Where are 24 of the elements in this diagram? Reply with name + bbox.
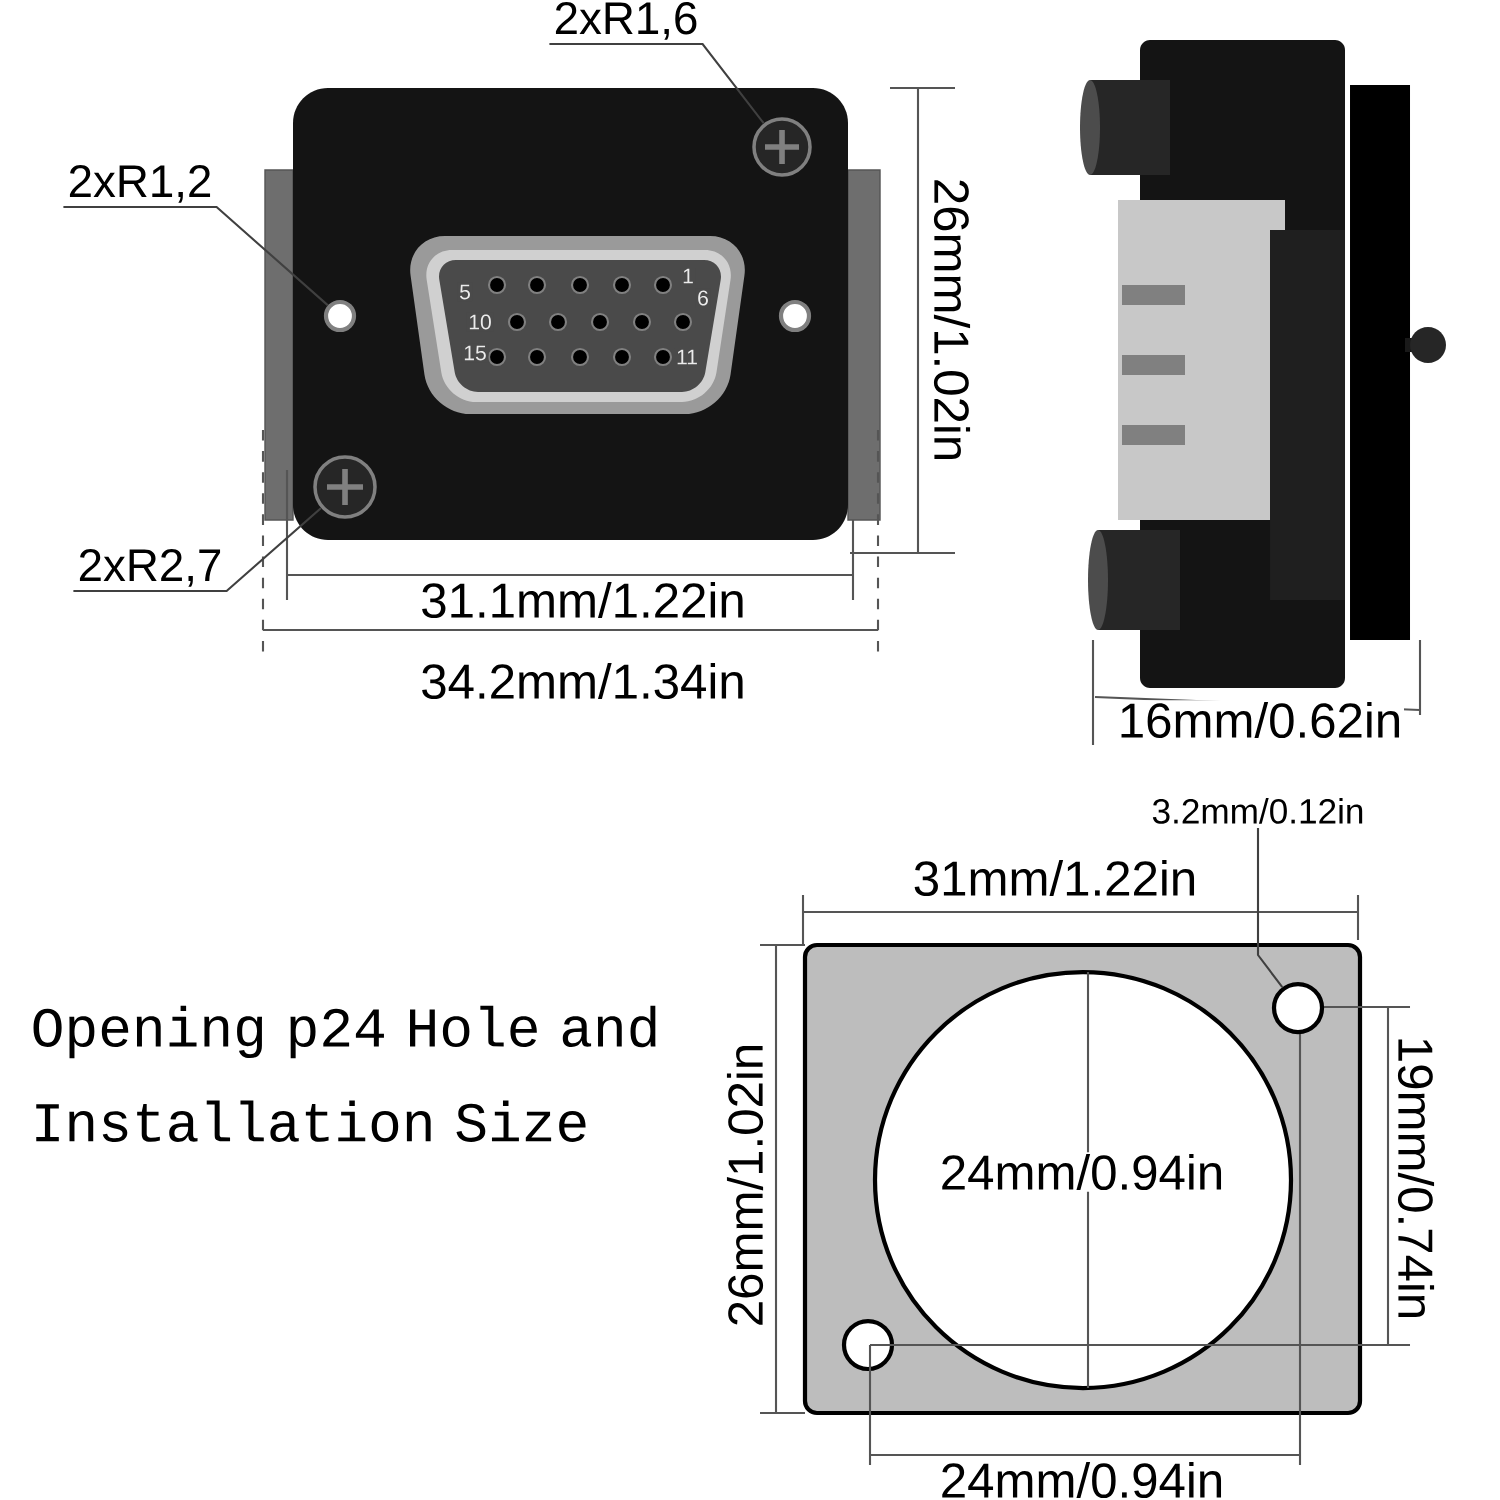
- pin-number: 1: [680, 267, 696, 285]
- dimension-text: 26mm/1.02in: [932, 176, 972, 464]
- screw-head: [313, 455, 377, 519]
- plate-hole: [1271, 981, 1325, 1035]
- leader-line: [73, 507, 322, 593]
- dimension-text: 16mm/0.62in: [1116, 700, 1404, 740]
- dimension-text: 31.1mm/1.22in: [418, 580, 748, 620]
- leader-text: 3.2mm/0.12in: [1152, 798, 1363, 824]
- leader-text: 2xR1,2: [69, 165, 211, 203]
- leader-line: [63, 205, 329, 307]
- dimension-text: 26mm/1.02in: [725, 1041, 765, 1329]
- screw-head: [752, 117, 812, 177]
- heading: Opening p24 Hole and Installation Size: [33, 1005, 656, 1142]
- pin-number: 11: [674, 348, 700, 366]
- dimension-text: 19mm/0.74in: [1396, 1034, 1436, 1322]
- leader-text: 2xR1,6: [555, 2, 697, 40]
- dimension-text: 34.2mm/1.34in: [418, 661, 748, 701]
- leader-line: [1256, 828, 1284, 988]
- dimension-text: 24mm/0.94in: [938, 1152, 1226, 1192]
- leader-line: [549, 42, 765, 125]
- leader-text: 2xR2,7: [79, 549, 221, 587]
- dimension-text: 31mm/1.22in: [911, 858, 1199, 898]
- mounting-hole: [323, 299, 357, 333]
- dimension-text: 24mm/0.94in: [938, 1460, 1226, 1500]
